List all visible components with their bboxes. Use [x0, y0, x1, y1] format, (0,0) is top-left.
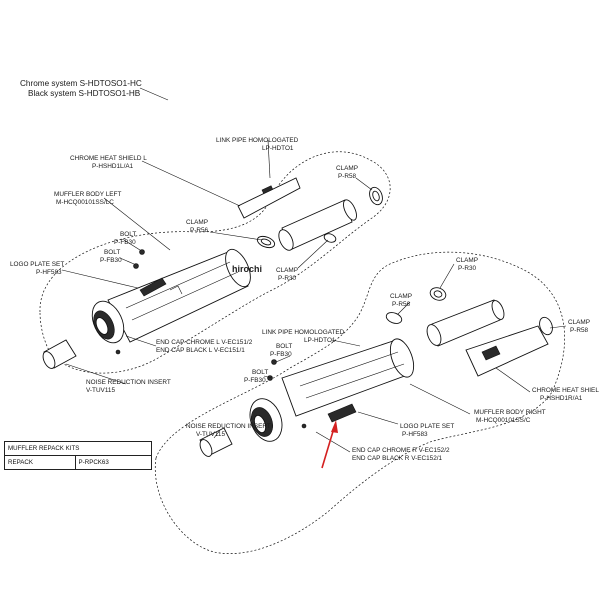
label-heat-shield-r-code: P-HSHD1R/A1: [540, 395, 583, 402]
clamp-r30-left: [323, 233, 337, 243]
label-clamp-r30-right: CLAMP: [456, 257, 478, 264]
logo-plate-right: [327, 403, 357, 423]
label-bolt-1: BOLT: [120, 231, 136, 238]
label-clamp-r56-right-code: P-R56: [392, 301, 411, 308]
left-assembly-boundary: [39, 151, 391, 374]
clamp-r30-right: [429, 287, 447, 301]
label-heat-shield-r: CHROME HEAT SHIEL: [532, 387, 599, 394]
label-end-cap-left: END CAP CHROME L V-EC151/2: [156, 339, 253, 346]
label-clamp-r56-top: CLAMP: [186, 219, 208, 226]
label-clamp-r58-right: CLAMP: [568, 319, 590, 326]
bolt-left-2: [133, 263, 139, 269]
repack-kits-table: MUFFLER REPACK KITS REPACK P-RPCK63: [4, 441, 153, 470]
label-noise-insert-right-code: V-TUV115: [196, 431, 225, 438]
muffler-body-left: [107, 248, 251, 343]
system-title-chrome: Chrome system S-HDTOSO1-HC: [20, 79, 142, 88]
repack-table-header: MUFFLER REPACK KITS: [4, 441, 152, 456]
label-bolt-3: BOLT: [276, 343, 292, 350]
repack-row-label: REPACK: [4, 455, 76, 470]
label-clamp-r30-top: CLAMP: [276, 267, 298, 274]
label-muffler-left-code: M-HCQ00101SS/LC: [56, 199, 114, 206]
label-end-cap-right-code: END CAP BLACK R V-EC152/1: [352, 455, 443, 462]
label-logo-left: LOGO PLATE SET: [10, 261, 64, 268]
label-heat-shield-l: CHROME HEAT SHIELD L: [70, 155, 147, 162]
label-noise-insert-left: NOISE REDUCTION INSERT: [86, 379, 171, 386]
red-arrow-indicator: [321, 420, 338, 469]
label-muffler-left: MUFFLER BODY LEFT: [54, 191, 121, 198]
label-clamp-r58-right-code: P-R58: [570, 327, 589, 334]
label-clamp-r58-top: CLAMP: [336, 165, 358, 172]
label-muffler-right-code: M-HCQ00101SS/C: [476, 417, 531, 424]
label-link-pipe-right: LINK PIPE HOMOLOGATED: [262, 329, 345, 336]
link-pipe-right: [426, 299, 505, 347]
label-clamp-r30-right-code: P-R30: [458, 265, 477, 272]
bolt-right-1: [271, 359, 277, 365]
noise-insert-right: [199, 427, 233, 457]
label-link-pipe-top: LINK PIPE HOMOLOGATED: [216, 137, 299, 144]
label-muffler-right: MUFFLER BODY RIGHT: [474, 409, 546, 416]
end-cap-right: [249, 398, 283, 442]
right-assembly-boundary: [154, 251, 565, 554]
bolt-right-2: [267, 375, 273, 381]
label-logo-right-code: P-HF583: [402, 431, 428, 438]
system-title-black: Black system S-HDTOSO1-HB: [28, 89, 141, 98]
watermark: hirochi: [232, 264, 262, 274]
muffler-body-right: [281, 338, 415, 417]
bolt-right-3: [301, 423, 307, 429]
clamp-r56-right: [385, 312, 403, 324]
label-end-cap-right: END CAP CHROME R V-EC152/2: [352, 447, 450, 454]
label-link-pipe-right-code: LP-HDTO1: [304, 337, 336, 344]
label-logo-left-code: P-HF583: [36, 269, 62, 276]
label-bolt-2-code: P-FB30: [100, 257, 122, 264]
label-noise-insert-right: NOISE REDUCTION INSERT: [186, 423, 271, 430]
label-link-pipe-top-code: LP-HDTO1: [262, 145, 294, 152]
heat-shield-right: [465, 325, 549, 377]
clamp-r58-left: [369, 186, 383, 206]
repack-row-value: P-RPCK63: [74, 455, 153, 470]
label-bolt-4-code: P-FB30: [244, 377, 266, 384]
end-cap-left: [91, 300, 125, 344]
label-bolt-1-code: P-FB30: [114, 239, 136, 246]
heat-shield-left: [237, 177, 301, 219]
label-end-cap-left-code: END CAP BLACK L V-EC151/1: [156, 347, 245, 354]
noise-insert-left: [42, 339, 77, 369]
clamp-r56-left: [256, 235, 276, 249]
label-heat-shield-l-code: P-HSHD1L/A1: [92, 163, 134, 170]
label-logo-right: LOGO PLATE SET: [400, 423, 454, 430]
label-clamp-r56-top-code: P-R56: [190, 227, 209, 234]
clamp-r58-right: [539, 316, 553, 336]
leader-lines: [61, 139, 567, 453]
bolt-left-1: [139, 249, 145, 255]
label-clamp-r58-top-code: P-R58: [338, 173, 357, 180]
link-pipe-left: [278, 199, 357, 251]
label-bolt-2: BOLT: [104, 249, 120, 256]
label-noise-insert-left-code: V-TUV115: [86, 387, 115, 394]
logo-plate-left: [139, 277, 167, 297]
label-bolt-3-code: P-FB30: [270, 351, 292, 358]
label-clamp-r56-right: CLAMP: [390, 293, 412, 300]
bolt-left-3: [115, 349, 121, 355]
part-labels: LINK PIPE HOMOLOGATED LP-HDTO1 CHROME HE…: [10, 137, 599, 462]
label-bolt-4: BOLT: [252, 369, 268, 376]
label-clamp-r30-top-code: P-R30: [278, 275, 297, 282]
